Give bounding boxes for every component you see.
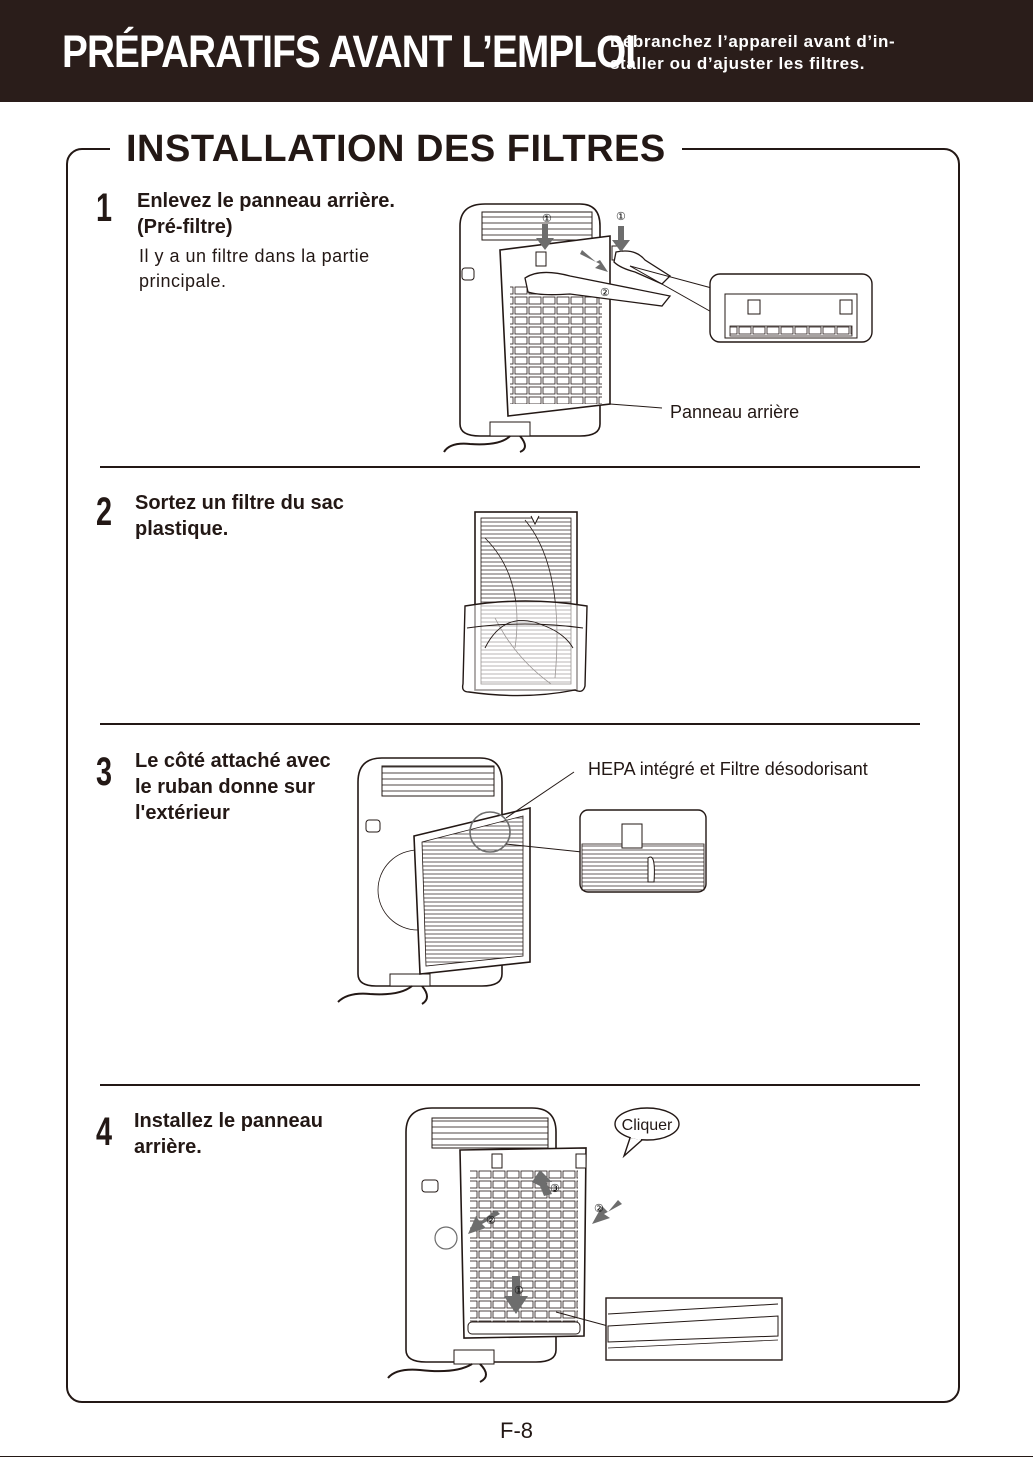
step-3-number: 3: [96, 750, 113, 794]
marker-1: ①: [514, 1285, 524, 1297]
plastic-bag: [461, 600, 588, 697]
step-1-body-line-2: principale.: [139, 271, 227, 291]
step-2-number: 2: [96, 490, 113, 534]
inset-leader: [555, 1311, 609, 1327]
panel-callout-leader: [609, 403, 663, 409]
detail-inset: [629, 265, 873, 343]
step-1-body-line-1: Il y a un filtre dans la partie: [139, 246, 370, 266]
step-4-heading: Installez le panneau arrière.: [134, 1108, 323, 1160]
step-2-heading: Sortez un filtre du sac plastique.: [135, 490, 344, 542]
divider-3: [100, 1084, 920, 1086]
divider-1: [100, 466, 920, 468]
section-title: INSTALLATION DES FILTRES: [110, 126, 682, 172]
click-bubble: Cliquer: [614, 1107, 680, 1159]
page-number: F-8: [500, 1418, 533, 1443]
step-3-heading-line-2: le ruban donne sur: [135, 776, 316, 798]
step-1-heading-line-2: (Pré-filtre): [137, 216, 233, 238]
step-1-heading-line-1: Enlevez le panneau arrière.: [137, 190, 395, 212]
header-title: PRÉPARATIFS AVANT L’EMPLOI: [62, 26, 636, 77]
bottom-rule: [0, 1456, 1033, 1457]
step-4-heading-line-2: arrière.: [134, 1136, 202, 1158]
marker-1a: ①: [542, 213, 552, 225]
step-3-heading-line-1: Le côté attaché avec: [135, 750, 331, 772]
marker-1b: ①: [616, 211, 626, 223]
step-2-heading-line-2: plastique.: [135, 518, 229, 540]
step-3-illustration: [337, 757, 707, 1005]
step-4-illustration: ① ② ③ ② Cliquer: [387, 1107, 783, 1383]
step-4-heading-line-1: Installez le panneau: [134, 1110, 323, 1132]
click-bubble-text: Cliquer: [622, 1117, 673, 1134]
push-arrows: [536, 224, 630, 272]
divider-2: [100, 723, 920, 725]
rear-panel: [459, 1147, 587, 1339]
inset-leader: [505, 843, 583, 853]
click-detail-inset: [605, 1297, 783, 1361]
marker-2: ②: [600, 287, 610, 299]
install-arrows: [468, 1170, 622, 1314]
header-warning-line-1: Débranchez l’appareil avant d’in-: [610, 32, 896, 51]
marker-2b: ②: [594, 1203, 604, 1215]
marker-2a: ②: [486, 1215, 496, 1227]
step-1-number: 1: [96, 186, 113, 230]
step-4-number: 4: [96, 1110, 113, 1154]
step-2-heading-line-1: Sortez un filtre du sac: [135, 492, 344, 514]
step-1-heading: Enlevez le panneau arrière. (Pré-filtre): [137, 188, 395, 240]
step-1-illustration: ① ① ②: [443, 203, 873, 453]
header-warning-line-2: staller ou d’ajuster les filtres.: [610, 54, 866, 73]
step-1-body: Il y a un filtre dans la partie principa…: [139, 244, 370, 294]
page-header: PRÉPARATIFS AVANT L’EMPLOI Débranchez l’…: [0, 0, 1033, 102]
step-3-heading: Le côté attaché avec le ruban donne sur …: [135, 748, 331, 826]
step-3-heading-line-3: l'extérieur: [135, 802, 230, 824]
step-2-illustration: [461, 511, 588, 697]
tape-highlight: [469, 811, 511, 853]
hepa-filter: [413, 806, 531, 975]
tape-detail-inset: [579, 809, 707, 893]
marker-3: ③: [550, 1183, 560, 1195]
step-3-callout: HEPA intégré et Filtre désodorisant: [588, 759, 868, 779]
rear-panel: [499, 235, 623, 417]
filter-callout-leader: [505, 771, 575, 819]
header-warning: Débranchez l’appareil avant d’in- stalle…: [610, 31, 1010, 75]
step-1-callout: Panneau arrière: [670, 402, 800, 422]
